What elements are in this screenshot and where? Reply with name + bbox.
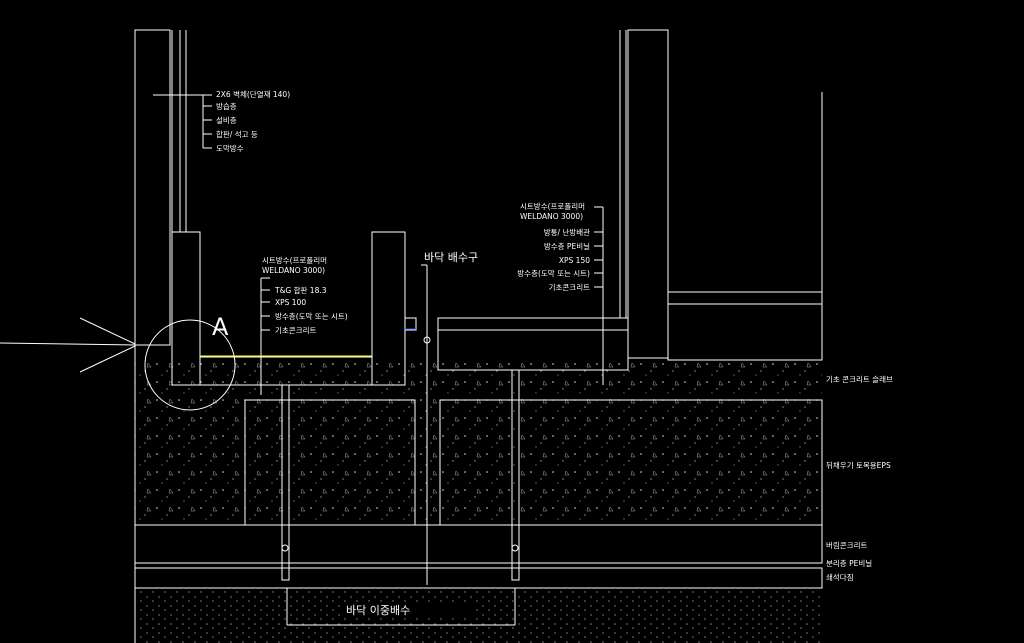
detail-marker-a: A: [212, 313, 229, 341]
layer-label: 분리층 PE비닐: [826, 558, 872, 568]
layer-labels: 기초 콘크리트 슬래브 뒤채우기 토목용EPS 버림콘크리트 분리층 PE비닐 …: [826, 375, 893, 582]
callout-text: 방수층(도막 또는 시트): [517, 268, 590, 278]
gravel-layer: [134, 567, 823, 589]
left-floor-callouts: 시트방수(프로폴리머 WELDANO 3000) T&G 합판 18.3 XPS…: [260, 255, 348, 395]
callout-text: XPS 150: [559, 256, 590, 265]
callout-text: 기초콘크리트: [275, 326, 316, 335]
ground-fill: [135, 360, 822, 525]
detail-circle: [144, 319, 236, 411]
callout-text: 시트방수(프로폴리머: [262, 255, 327, 265]
callout-text: 설비층: [216, 116, 237, 125]
right-wall-insulation: [627, 29, 669, 359]
callout-text: 방수층 PE비닐: [544, 241, 590, 251]
callout-text: T&G 합판 18.3: [274, 286, 327, 295]
layer-label: 기초 콘크리트 슬래브: [826, 375, 893, 384]
lean-concrete: [134, 524, 823, 564]
layer-label: 뒤채우기 토목용EPS: [826, 460, 891, 470]
callout-text: WELDANO 3000): [262, 266, 325, 275]
floor-drain-label: 바닥 배수구: [424, 251, 478, 264]
callout-text: 도막방수: [216, 143, 244, 153]
callout-text: 방통/ 난방배관: [544, 227, 590, 237]
layer-label: 버림콘크리트: [826, 540, 867, 550]
exterior-concrete: [667, 303, 823, 361]
left-wall-insulation: [134, 29, 171, 346]
exterior-slab: [667, 291, 823, 305]
callout-text: 시트방수(프로폴리머: [520, 201, 585, 211]
callout-text: 방습층: [216, 101, 237, 111]
callout-text: 방수층(도막 또는 시트): [275, 311, 348, 321]
gravel-lower: [135, 588, 822, 643]
wall-callouts: 2X6 벽체(단열재 140) 방습층 설비층 합판/ 석고 등 도막방수: [203, 89, 290, 153]
callout-text: 기초콘크리트: [549, 283, 590, 292]
double-drain-label: 바닥 이중배수: [346, 604, 410, 617]
right-floor-callouts: 시트방수(프로폴리머 WELDANO 3000) 방통/ 난방배관 방수층 PE…: [517, 201, 604, 385]
callout-text: XPS 100: [275, 298, 306, 307]
floor-drain-icon: [423, 336, 431, 344]
callout-text: WELDANO 3000): [520, 212, 583, 221]
callout-text: 합판/ 석고 등: [216, 129, 258, 139]
callout-text: 2X6 벽체(단열재 140): [216, 89, 290, 99]
center-wall: [371, 231, 406, 386]
layer-label: 쇄석다짐: [826, 572, 854, 582]
left-wall-base: [171, 231, 201, 386]
